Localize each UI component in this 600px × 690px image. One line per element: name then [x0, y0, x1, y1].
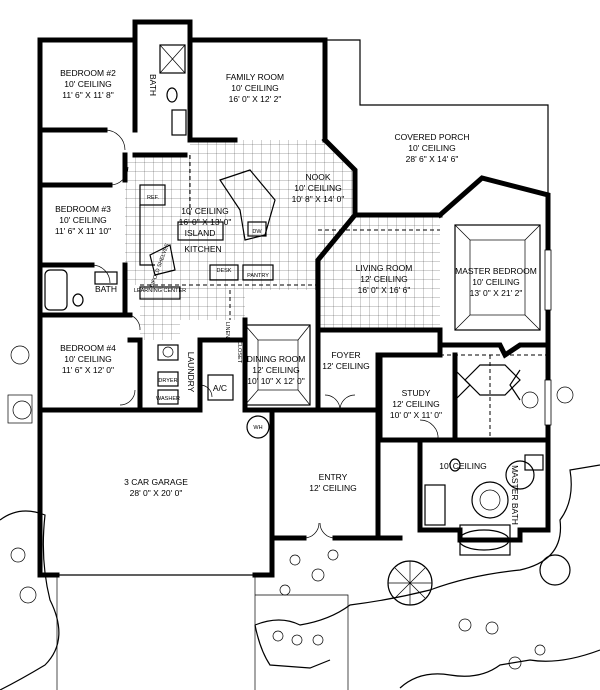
wh-label: WH [253, 425, 262, 431]
master-size: 13' 0" X 21' 2" [470, 288, 523, 298]
nook-ceiling: 10' CEILING [294, 183, 341, 193]
laundry-fixtures [157, 344, 270, 439]
dining-name: DINING ROOM [247, 354, 306, 364]
ref-label: REF. [147, 195, 159, 201]
landscape [0, 345, 600, 690]
bedroom4-size: 11' 6" X 12' 0" [62, 365, 114, 375]
closet-label: CLOSET [236, 341, 242, 364]
master-ceiling: 10' CEILING [472, 277, 519, 287]
garage-door [56, 574, 349, 690]
desk-label: DESK [217, 268, 232, 274]
bedroom2-name: BEDROOM #2 [60, 68, 116, 78]
kitchen-name: KITCHEN [184, 244, 221, 254]
bedroom2-size: 11' 6" X 11' 8" [62, 90, 114, 100]
entry-name: ENTRY [319, 472, 348, 482]
masterbath-ceiling: 10' CEILING [439, 461, 486, 471]
island-label: ISLAND [185, 228, 216, 238]
study-ceiling: 12' CEILING [392, 399, 439, 409]
nook-name: NOOK [305, 172, 330, 182]
master-name: MASTER BEDROOM [455, 266, 537, 276]
porch-ceiling: 10' CEILING [408, 143, 455, 153]
kitchen-counter [219, 169, 276, 241]
foyer-ceiling: 12' CEILING [322, 361, 369, 371]
garage-name: 3 CAR GARAGE [124, 477, 188, 487]
porch-outline [325, 39, 549, 195]
bath-fixtures [44, 44, 544, 556]
dw-label: DW [252, 229, 262, 235]
kitchen-fixtures [139, 169, 276, 300]
living-ceiling: 12' CEILING [360, 274, 407, 284]
bedroom4-ceiling: 10' CEILING [64, 354, 111, 364]
linen-label: LINEN [224, 322, 230, 338]
bedroom2-ceiling: 10' CEILING [64, 79, 111, 89]
washer-label: WASHER [156, 396, 180, 402]
pantry-label: PANTRY [247, 273, 269, 279]
living-name: LIVING ROOM [356, 263, 413, 273]
dining-size: 10' 10" X 12' 0" [247, 376, 305, 386]
dining-ceiling: 12' CEILING [252, 365, 299, 375]
family-size: 16' 0" X 12' 2" [229, 94, 282, 104]
masterbath-label: MASTER BATH [510, 465, 520, 525]
study-fixtures [454, 355, 521, 440]
refrigerator [139, 184, 166, 206]
bedroom4-name: BEDROOM #4 [60, 343, 116, 353]
entry-ceiling: 12' CEILING [309, 483, 356, 493]
kitchen-island [177, 221, 224, 241]
learning-center-label: LEARNING CENTER [134, 288, 186, 294]
family-name: FAMILY ROOM [226, 72, 284, 82]
porch-size: 28' 6" X 14' 6" [406, 154, 459, 164]
bath-mid-label: BATH [95, 284, 117, 294]
nook-size: 10' 8" X 14' 0" [292, 194, 345, 204]
study-name: STUDY [402, 388, 431, 398]
bath-top-label: BATH [148, 74, 158, 96]
interior-walls [37, 37, 551, 578]
garage-size: 28' 0" X 20' 0" [130, 488, 183, 498]
laundry-label: LAUNDRY [186, 352, 196, 393]
foyer-name: FOYER [331, 350, 360, 360]
kitchen-ceiling: 10' CEILING [181, 206, 228, 216]
ac-label: A/C [213, 383, 227, 393]
dining-tray-ceiling [244, 324, 311, 406]
shower [471, 481, 509, 519]
room-labels: BEDROOM #2 10' CEILING 11' 6" X 11' 8" F… [55, 68, 537, 525]
master-tub [458, 529, 510, 551]
kitchen-size: 16' 0" X 13' 0" [179, 217, 232, 227]
dryer-label: DRYER [158, 378, 177, 384]
family-ceiling: 10' CEILING [231, 83, 278, 93]
living-size: 16' 0" X 16' 6" [358, 285, 411, 295]
dashed-lines [140, 155, 548, 356]
tile-floor [125, 140, 440, 340]
bedroom3-name: BEDROOM #3 [55, 204, 111, 214]
bedroom3-ceiling: 10' CEILING [59, 215, 106, 225]
porch-name: COVERED PORCH [394, 132, 469, 142]
master-tray-ceiling [454, 224, 541, 331]
study-size: 10' 0" X 11' 0" [390, 410, 442, 420]
windows [37, 37, 552, 426]
doors [91, 129, 439, 539]
bedroom3-size: 11' 6" X 11' 10" [55, 226, 111, 236]
